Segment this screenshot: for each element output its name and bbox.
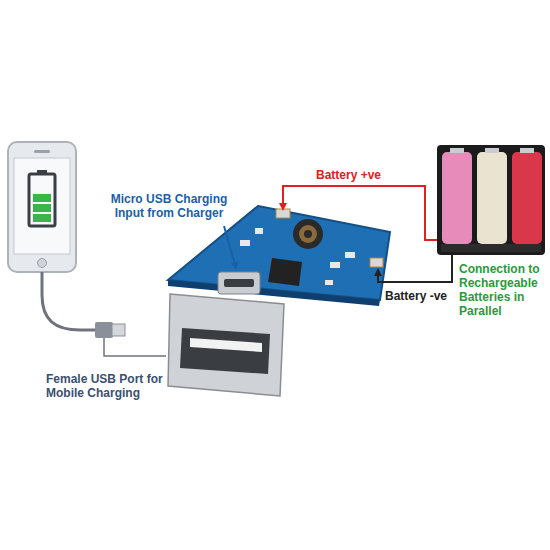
note-label: Connection to Rechargeable Batteries in … — [459, 262, 545, 318]
wire-label: Battery -ve — [385, 289, 457, 303]
micro-usb-pointer — [224, 226, 236, 268]
phone — [8, 142, 76, 272]
positive-wire — [283, 186, 437, 240]
usb-a-port — [168, 294, 284, 396]
port-label: Female USB Port for Mobile Charging — [46, 372, 164, 400]
usb-cable — [42, 272, 166, 356]
negative-wire — [378, 255, 452, 282]
battery-holder — [437, 145, 545, 255]
port-label: Micro USB Charging Input from Charger — [106, 192, 232, 220]
charger-board — [168, 206, 390, 306]
wire-label: Battery +ve — [316, 168, 416, 182]
